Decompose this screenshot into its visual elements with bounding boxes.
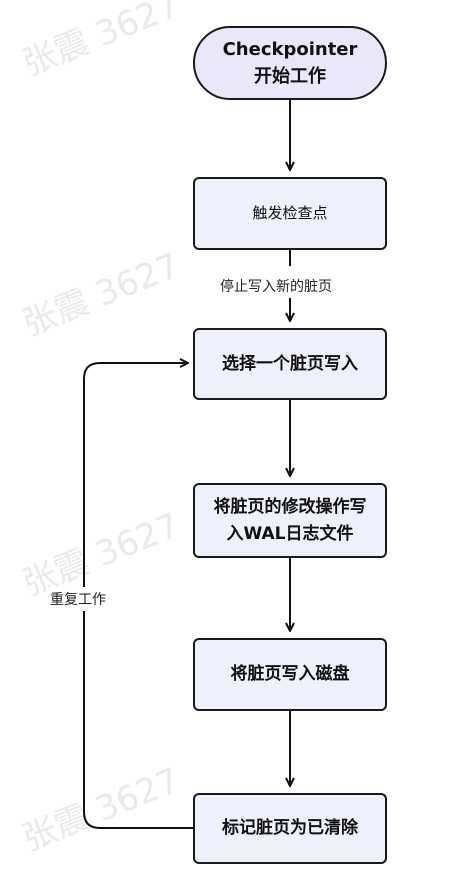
node-write-disk: 将脏页写入磁盘 <box>193 638 387 711</box>
node-trigger-checkpoint-label: 触发检查点 <box>252 203 328 222</box>
node-trigger-checkpoint: 触发检查点 <box>193 177 387 250</box>
node-checkpointer-start: Checkpointer 开始工作 <box>193 26 387 100</box>
node-mark-clean: 标记脏页为已清除 <box>193 793 387 864</box>
node-write-disk-label: 将脏页写入磁盘 <box>230 664 350 685</box>
node-mark-clean-label: 标记脏页为已清除 <box>222 818 358 839</box>
edge-label-repeat: 重复工作 <box>46 587 110 611</box>
edge-label-stop-writing: 停止写入新的脏页 <box>216 274 336 298</box>
node-write-wal-label: 将脏页的修改操作写 入WAL日志文件 <box>213 497 367 544</box>
node-write-wal: 将脏页的修改操作写 入WAL日志文件 <box>193 483 387 558</box>
node-select-dirty-page-label: 选择一个脏页写入 <box>222 353 358 374</box>
node-select-dirty-page: 选择一个脏页写入 <box>193 328 387 400</box>
node-checkpointer-start-label: Checkpointer 开始工作 <box>222 39 358 87</box>
